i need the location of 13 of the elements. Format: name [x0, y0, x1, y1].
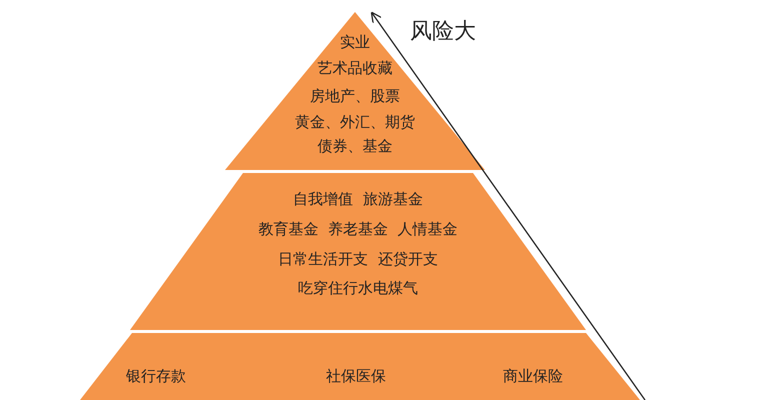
band-item-text: 债券、基金 — [318, 137, 392, 155]
band-item-text: 社保医保 — [326, 367, 386, 385]
band-item-text: 银行存款 — [126, 367, 186, 385]
risk-label: 风险大 — [410, 18, 476, 46]
band-item-text: 艺术品收藏 — [318, 59, 392, 77]
band-item-text: 日常生活开支 还贷开支 — [278, 250, 438, 268]
band-item-text: 教育基金 养老基金 人情基金 — [258, 220, 458, 238]
band-item-text: 商业保险 — [503, 367, 563, 385]
band-item-text: 黄金、外汇、期货 — [295, 113, 415, 131]
band-item-text: 自我增值 旅游基金 — [293, 190, 423, 208]
band-item-text: 房地产、股票 — [310, 87, 400, 105]
band-item-text: 吃穿住行水电煤气 — [298, 279, 418, 297]
band-item-text: 实业 — [340, 33, 370, 51]
